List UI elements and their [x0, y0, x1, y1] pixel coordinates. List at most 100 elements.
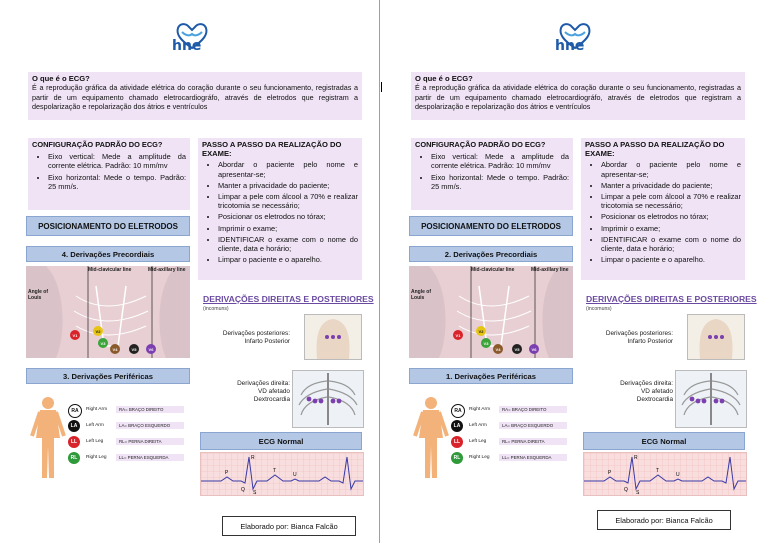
lead-description: LL= PERNA ESQUERDA [499, 454, 567, 461]
torso-drawing [429, 266, 559, 358]
section-ecg-normal: ECG Normal [583, 432, 745, 450]
lead-code: LL [451, 436, 463, 448]
config-box: CONFIGURAÇÃO PADRÃO DO ECG? Eixo vertica… [28, 138, 190, 210]
lead-description: LA= BRAÇO ESQUERDO [499, 422, 567, 429]
config-title: CONFIGURAÇÃO PADRÃO DO ECG? [32, 140, 163, 149]
intro-question: O que é o ECG? [32, 74, 90, 83]
ecg-waveform: P Q R S T U [583, 452, 747, 496]
lead-la: LA Left Arm [451, 420, 495, 434]
lead-description: RL= PERNA DIREITA [499, 438, 567, 445]
electrode-v6: V6 [529, 344, 539, 354]
wave-label-q: Q [241, 487, 245, 493]
page-divider [379, 0, 380, 543]
credits-box: Elaborado por: Bianca Falcão [222, 516, 356, 536]
wave-label-p: P [225, 470, 229, 476]
left-page: hne O que é o ECG? É a reprodução gráfic… [0, 0, 380, 543]
right-value-1: VD afetado [641, 388, 673, 395]
heart-hands-icon [176, 23, 208, 50]
list-item: Posicionar os eletrodos no tórax; [601, 212, 741, 221]
list-item: Abordar o paciente pelo nome e apresenta… [218, 160, 358, 178]
brand-logo: hne [555, 38, 585, 54]
section-positioning: POSICIONAMENTO DO ELETRODOS [409, 216, 573, 236]
list-item: Limpar o paciente e o aparelho. [601, 255, 741, 264]
lead-description: RA= BRAÇO DIREITO [499, 406, 567, 413]
right-label: Derivações direita: [237, 380, 290, 387]
lead-rl: RL Right Leg [451, 452, 495, 466]
ecg-trace: P Q R S T U [201, 453, 363, 495]
human-body-icon [30, 397, 66, 478]
list-item: Posicionar os eletrodos no tórax; [218, 212, 358, 221]
posterior-label: Derivações posteriores: [222, 330, 290, 337]
lead-name: Left Leg [86, 439, 104, 444]
angle-of-louis-label: Angle of Louis [411, 289, 431, 301]
ecg-intro-box: O que é o ECG? É a reprodução gráfica da… [411, 72, 745, 120]
lead-code: RL [451, 452, 463, 464]
electrode-v2: V2 [476, 326, 486, 336]
ribcage-image [292, 370, 364, 428]
steps-title: PASSO A PASSO DA REALIZAÇÃO DO EXAME: [202, 140, 342, 159]
text-cursor [381, 82, 382, 92]
list-item: Limpar a pele com álcool a 70% e realiza… [601, 192, 741, 210]
list-item: Limpar a pele com álcool a 70% e realiza… [218, 192, 358, 210]
derivations-title: DERIVAÇÕES DIREITAS E POSTERIORES [586, 294, 757, 304]
list-item: Imprimir o exame; [218, 224, 358, 233]
section-precordial: 2. Derivações Precordiais [409, 246, 573, 262]
list-item: Eixo vertical: Mede a amplitude da corre… [431, 152, 569, 171]
lead-description: RL= PERNA DIREITA [116, 438, 184, 445]
posterior-derivations: Derivações posteriores: Infarto Posterio… [206, 330, 290, 346]
lead-ll: LL Left Leg [451, 436, 495, 450]
midaxillary-label: Mid-axillary line [148, 267, 186, 273]
steps-box: PASSO A PASSO DA REALIZAÇÃO DO EXAME: Ab… [198, 138, 362, 280]
midclavicular-label: Mid-clavicular line [88, 267, 132, 273]
chest-electrode-image: Mid-clavicular line Mid-axillary line An… [26, 266, 190, 358]
intro-question: O que é o ECG? [415, 74, 473, 83]
midclavicular-label: Mid-clavicular line [471, 267, 515, 273]
wave-label-r: R [634, 455, 638, 461]
wave-label-u: U [293, 472, 297, 478]
list-item: Manter a privacidade do paciente; [218, 181, 358, 190]
lead-name: Right Leg [86, 455, 107, 460]
list-item: Eixo vertical: Mede a amplitude da corre… [48, 152, 186, 171]
electrode-v6: V6 [146, 344, 156, 354]
electrode-v5: V5 [129, 344, 139, 354]
steps-title: PASSO A PASSO DA REALIZAÇÃO DO EXAME: [585, 140, 725, 159]
intro-text: É a reprodução gráfica da atividade elét… [32, 83, 358, 112]
human-body-icon [413, 397, 449, 478]
lead-description: LL= PERNA ESQUERDA [116, 454, 184, 461]
electrode-v2: V2 [93, 326, 103, 336]
electrode-v1: V1 [70, 330, 80, 340]
lead-ra: RA Right Arm [68, 404, 112, 418]
wave-label-r: R [251, 455, 255, 461]
lead-rl: RL Right Leg [68, 452, 112, 466]
lead-code: LA [68, 420, 80, 432]
lead-code: RA [451, 404, 465, 418]
wave-label-u: U [676, 472, 680, 478]
right-derivations: Derivações direita: VD afetado Dextrocar… [206, 380, 290, 404]
section-ecg-normal: ECG Normal [200, 432, 362, 450]
right-value-2: Dextrocardia [636, 396, 673, 403]
lead-code: RA [68, 404, 82, 418]
steps-box: PASSO A PASSO DA REALIZAÇÃO DO EXAME: Ab… [581, 138, 745, 280]
heart-hands-icon [559, 23, 591, 50]
right-derivations: Derivações direita: VD afetado Dextrocar… [589, 380, 673, 404]
config-title: CONFIGURAÇÃO PADRÃO DO ECG? [415, 140, 546, 149]
list-item: IDENTIFICAR o exame com o nome do client… [601, 235, 741, 253]
lead-name: Right Leg [469, 455, 490, 460]
wave-label-s: S [636, 490, 640, 495]
lead-code: LL [68, 436, 80, 448]
right-page: hne O que é o ECG? É a reprodução gráfic… [383, 0, 763, 543]
ribcage-image [675, 370, 747, 428]
lead-name: Right Arm [469, 407, 491, 412]
config-box: CONFIGURAÇÃO PADRÃO DO ECG? Eixo vertica… [411, 138, 573, 210]
list-item: Eixo horizontal: Mede o tempo. Padrão: 2… [431, 173, 569, 192]
brand-logo: hne [172, 38, 202, 54]
derivations-title: DERIVAÇÕES DIREITAS E POSTERIORES [203, 294, 374, 304]
wave-label-t: T [656, 468, 659, 474]
lead-name: Right Arm [86, 407, 108, 412]
lead-ll: LL Left Leg [68, 436, 112, 450]
right-value-1: VD afetado [258, 388, 290, 395]
wave-label-s: S [253, 490, 257, 495]
derivations-subtitle: (incomuns) [203, 306, 229, 312]
posterior-value: Infarto Posterior [627, 338, 673, 345]
lead-name: Left Arm [469, 423, 487, 428]
